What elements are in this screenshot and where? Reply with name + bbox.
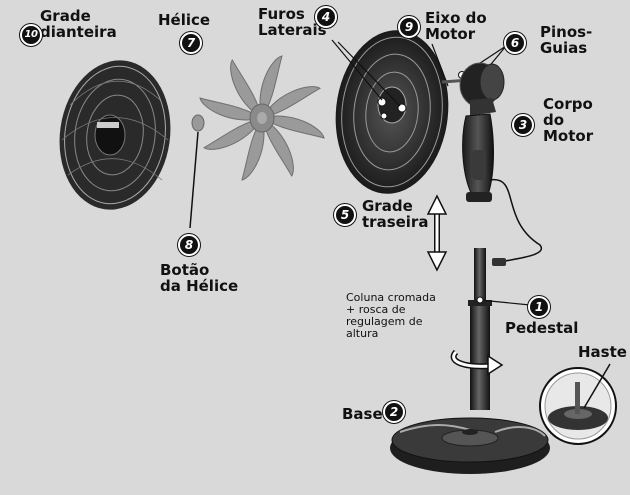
part-label-haste: Haste (578, 343, 627, 361)
part-label-pinos-guias: Pinos- Guias (540, 23, 593, 57)
part-label-pedestal: Pedestal (505, 319, 579, 337)
part-label-botao-helice: Botão da Hélice (160, 261, 239, 295)
part-label-grade-dianteira: Grade dianteira (40, 7, 117, 41)
badge-pinos-guias: 6 (504, 32, 526, 54)
rod-detail (539, 363, 617, 445)
motor-body (459, 62, 543, 266)
propeller (199, 55, 325, 181)
badge-helice: 7 (180, 32, 202, 54)
badge-pedestal: 1 (528, 296, 550, 318)
badge-corpo-motor: 3 (512, 114, 534, 136)
pedestal-pole (468, 248, 531, 410)
vertical-double-arrow (426, 194, 448, 272)
part-label-base: Base (342, 405, 383, 423)
rear-grille (331, 30, 449, 194)
part-label-helice: Hélice (158, 11, 211, 29)
propeller-button (189, 114, 205, 229)
badge-furos-laterais: 4 (315, 6, 337, 28)
base (390, 417, 550, 474)
badge-grade-dianteira: 10 (20, 24, 42, 46)
rotation-arrow (450, 349, 504, 376)
badge-base: 2 (383, 401, 405, 423)
badge-eixo-motor: 9 (398, 16, 420, 38)
front-grille (59, 60, 171, 210)
badge-grade-traseira: 5 (334, 204, 356, 226)
part-label-corpo-motor: Corpo do Motor (543, 95, 594, 145)
note-coluna-cromada: Coluna cromada + rosca de regulagem de a… (346, 291, 436, 340)
part-label-furos-laterais: Furos Laterais (258, 5, 327, 39)
part-label-eixo-motor: Eixo do Motor (425, 9, 487, 43)
part-label-grade-traseira: Grade traseira (362, 197, 429, 231)
badge-botao-helice: 8 (178, 234, 200, 256)
